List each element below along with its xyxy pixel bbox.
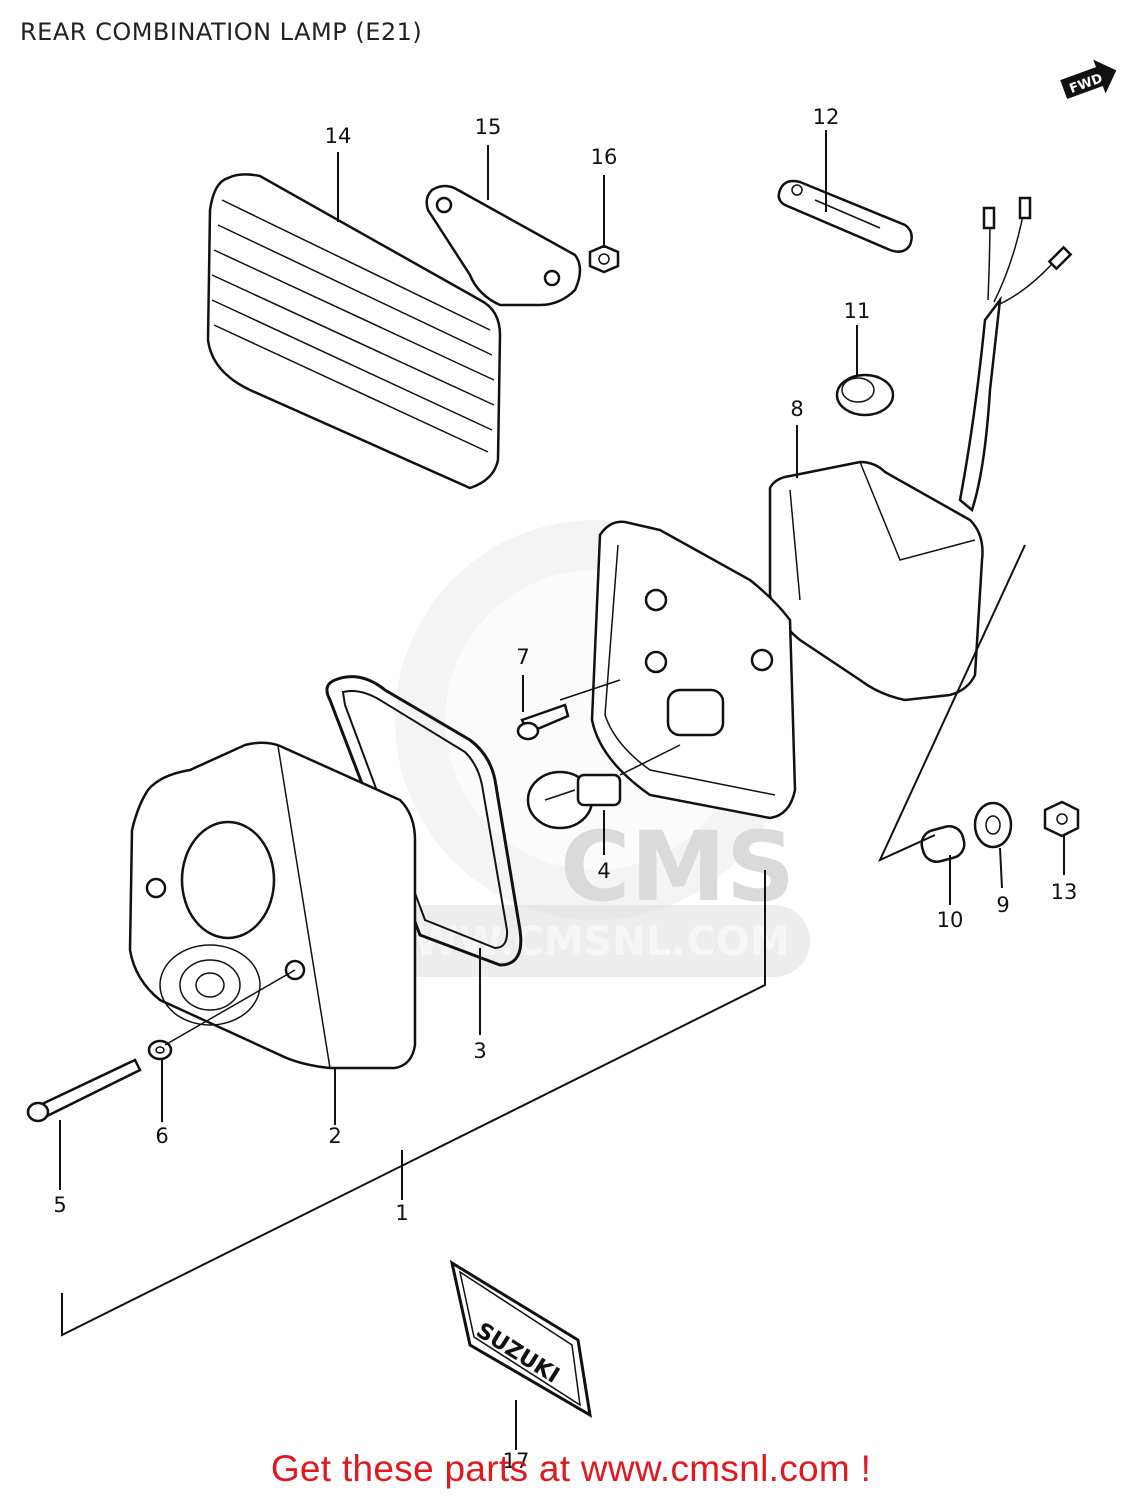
part-14-reflector xyxy=(206,173,502,490)
wire-harness xyxy=(958,196,1073,513)
watermark-logo-text: CMS xyxy=(560,811,795,923)
callout-9: 9 xyxy=(996,893,1009,917)
promo-link[interactable]: Get these parts at www.cmsnl.com ! xyxy=(270,1448,872,1489)
part-17-suzuki-badge: SUZUKI xyxy=(449,1259,592,1418)
part-7-base-plate xyxy=(590,520,797,820)
part-4-bulb xyxy=(526,770,622,830)
callout-11: 11 xyxy=(844,299,871,323)
part-12-clamp xyxy=(777,179,913,253)
diagram-title: REAR COMBINATION LAMP (E21) xyxy=(20,18,423,46)
part-10-collar xyxy=(920,825,966,863)
callout-3: 3 xyxy=(473,1039,486,1063)
leader-lines xyxy=(59,130,1065,1450)
callout-17: 17 xyxy=(503,1449,530,1473)
part-3-gasket xyxy=(325,675,523,967)
part-5-bolt xyxy=(26,1058,142,1123)
part-16-nut xyxy=(588,244,620,274)
fwd-arrow-icon: FWD xyxy=(1060,59,1117,99)
part-8-housing xyxy=(768,460,984,702)
promo-banner: Get these parts at www.cmsnl.com ! xyxy=(0,1448,1142,1490)
part-15-bracket xyxy=(425,184,582,307)
callout-12: 12 xyxy=(813,105,840,129)
watermark-url-text: WWW.CMSNL.COM xyxy=(370,919,790,965)
callout-4: 4 xyxy=(597,859,610,883)
callout-1: 1 xyxy=(395,1201,408,1225)
part-13-nut xyxy=(1043,800,1080,838)
callout-2: 2 xyxy=(328,1124,341,1148)
part-7-screw xyxy=(516,703,570,741)
callout-7: 7 xyxy=(516,645,529,669)
callout-10: 10 xyxy=(937,908,964,932)
callout-numbers: 14 15 16 12 11 8 7 4 3 2 6 5 1 10 9 13 1… xyxy=(53,105,1077,1473)
callout-15: 15 xyxy=(475,115,502,139)
callout-14: 14 xyxy=(325,124,352,148)
callout-13: 13 xyxy=(1051,880,1078,904)
callout-6: 6 xyxy=(155,1124,168,1148)
callout-8: 8 xyxy=(790,397,803,421)
part-2-lens xyxy=(128,741,417,1070)
part-9-washer xyxy=(973,801,1013,849)
callout-16: 16 xyxy=(591,145,618,169)
callout-5: 5 xyxy=(53,1193,66,1217)
assembly-lines xyxy=(61,544,1026,1337)
part-11-grommet xyxy=(835,373,895,417)
